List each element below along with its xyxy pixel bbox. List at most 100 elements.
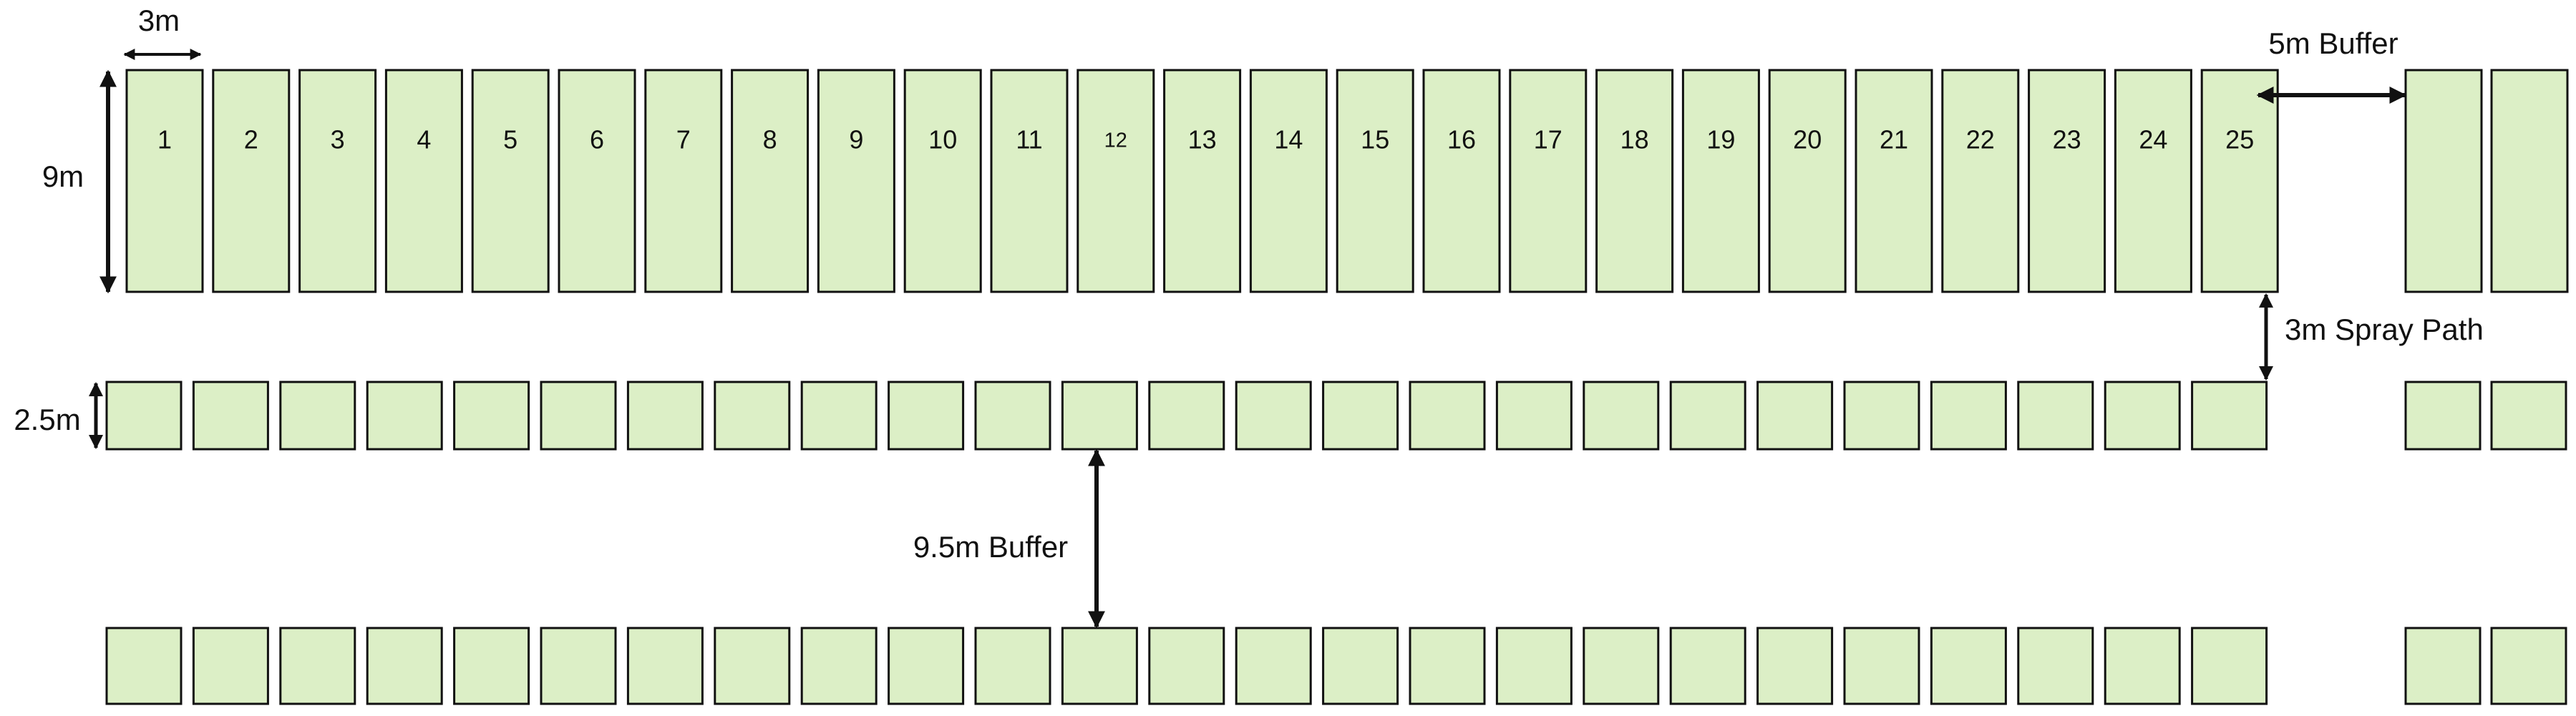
plot-rect <box>1855 69 1933 293</box>
plot-number: 18 <box>1620 125 1649 155</box>
bottom-row-plot-24 <box>2104 627 2181 705</box>
bottom-row-plot-3 <box>279 627 356 705</box>
plot-rect <box>731 69 810 293</box>
bottom-row-plot-23 <box>2017 627 2094 705</box>
plot-13: 13 <box>1163 69 1242 293</box>
middle-row-plot-10 <box>888 381 965 451</box>
plot-21: 21 <box>1855 69 1933 293</box>
plot-rect <box>558 69 636 293</box>
plot-5: 5 <box>471 69 550 293</box>
plot-number: 24 <box>2139 125 2167 155</box>
bottom-row-plot-6 <box>540 627 617 705</box>
bottom-row-plot-17 <box>1495 627 1573 705</box>
plot-rect <box>2028 69 2106 293</box>
plot-10: 10 <box>903 69 982 293</box>
middle-row-plot-14 <box>1235 381 1312 451</box>
height-label: 9m <box>42 160 84 193</box>
bottom-row-plot-4 <box>366 627 443 705</box>
plot-rect <box>990 69 1069 293</box>
plot-12: 12 <box>1076 69 1155 293</box>
plot-rect <box>1422 69 1501 293</box>
middle-row-plot-22 <box>1930 381 2007 451</box>
bottom-row-plot-13 <box>1148 627 1225 705</box>
plot-rect <box>212 69 291 293</box>
plot-rect <box>2114 69 2192 293</box>
plot-number: 10 <box>928 125 957 155</box>
middle-row-plot-16 <box>1409 381 1486 451</box>
plot-rect <box>1249 69 1328 293</box>
bottom-row-plot-20 <box>1756 627 1834 705</box>
plot-11: 11 <box>990 69 1069 293</box>
bottom-row-plot-16 <box>1409 627 1486 705</box>
plot-rect <box>2200 69 2279 293</box>
bottom-row-plot-9 <box>800 627 878 705</box>
plot-17: 17 <box>1509 69 1588 293</box>
plot-rect <box>1595 69 1674 293</box>
row-buffer-label: 9.5m Buffer <box>913 530 1068 564</box>
middle-row-plot-18 <box>1583 381 1660 451</box>
plot-rect <box>1509 69 1588 293</box>
plot-24: 24 <box>2114 69 2192 293</box>
bottom-row-extra-plot-2 <box>2490 627 2567 705</box>
bottom-row-plot-19 <box>1669 627 1746 705</box>
plot-number: 23 <box>2053 125 2081 155</box>
middle-row-plot-11 <box>974 381 1051 451</box>
plot-18: 18 <box>1595 69 1674 293</box>
plot-number: 16 <box>1447 125 1476 155</box>
middle-row-plot-5 <box>453 381 530 451</box>
short-plot-row-1 <box>105 381 2567 451</box>
plot-rect <box>1076 69 1155 293</box>
extra-plot-1 <box>2404 69 2483 293</box>
bottom-row-plot-25 <box>2191 627 2268 705</box>
bottom-row-plot-5 <box>453 627 530 705</box>
plot-6: 6 <box>558 69 636 293</box>
plot-4: 4 <box>384 69 463 293</box>
plot-rect <box>1681 69 1760 293</box>
spray-path-label: 3m Spray Path <box>2285 313 2484 346</box>
plot-rect <box>1768 69 1847 293</box>
plot-22: 22 <box>1941 69 2020 293</box>
plot-number: 21 <box>1880 125 1908 155</box>
plot-3: 3 <box>298 69 377 293</box>
middle-row-plot-4 <box>366 381 443 451</box>
middle-row-extra-plot-2 <box>2490 381 2567 451</box>
bottom-row-plot-2 <box>192 627 269 705</box>
plot-rect <box>384 69 463 293</box>
plot-16: 16 <box>1422 69 1501 293</box>
plot-rect <box>644 69 723 293</box>
middle-row-plot-3 <box>279 381 356 451</box>
plot-number: 3 <box>331 125 345 155</box>
plot-rect <box>1336 69 1414 293</box>
plot-number: 6 <box>590 125 604 155</box>
middle-row-plot-9 <box>800 381 878 451</box>
plot-7: 7 <box>644 69 723 293</box>
plot-number: 1 <box>157 125 172 155</box>
bottom-row-plot-14 <box>1235 627 1312 705</box>
plot-number: 11 <box>1016 125 1042 155</box>
bottom-row-plot-8 <box>714 627 791 705</box>
plot-number: 19 <box>1706 125 1735 155</box>
side-buffer-label: 5m Buffer <box>2268 26 2398 60</box>
plot-rect <box>817 69 895 293</box>
middle-row-plot-6 <box>540 381 617 451</box>
bottom-row-plot-10 <box>888 627 965 705</box>
plot-number: 8 <box>763 125 777 155</box>
plot-rect <box>298 69 377 293</box>
plot-8: 8 <box>731 69 810 293</box>
plot-19: 19 <box>1681 69 1760 293</box>
plot-number: 12 <box>1104 129 1127 152</box>
plot-1: 1 <box>125 69 204 293</box>
bottom-row-plot-15 <box>1322 627 1399 705</box>
plot-number: 9 <box>849 125 863 155</box>
plot-25: 25 <box>2200 69 2279 293</box>
bottom-row-plot-18 <box>1583 627 1660 705</box>
bottom-row-plot-1 <box>105 627 183 705</box>
plot-number: 15 <box>1361 125 1389 155</box>
middle-row-plot-15 <box>1322 381 1399 451</box>
width-label: 3m <box>138 4 180 37</box>
plot-rect <box>125 69 204 293</box>
plot-number: 22 <box>1966 125 1995 155</box>
bottom-row-plot-21 <box>1843 627 1920 705</box>
plot-number: 14 <box>1274 125 1303 155</box>
